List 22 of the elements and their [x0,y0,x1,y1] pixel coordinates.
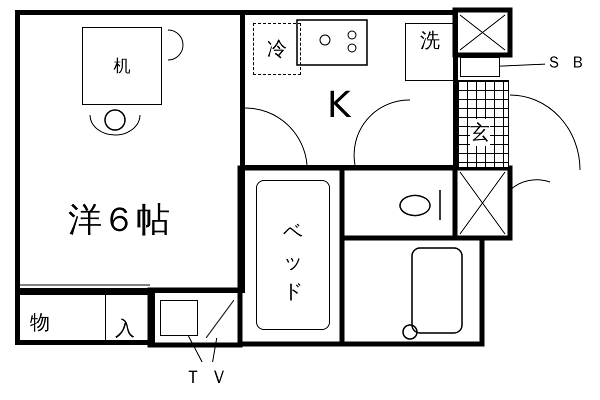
leader-line [188,336,203,362]
room-label: K [327,85,351,126]
bed [256,180,330,330]
room-label: 洋６帖 [68,199,170,242]
room-label: 物 [30,309,50,336]
label-text: ＴＶ [184,366,236,389]
desk [82,27,162,105]
closet [15,290,155,345]
leader-line [500,64,546,67]
room-label: 玄 [470,119,490,146]
room-label: 洗 [420,27,440,54]
room-label: ベッド [282,218,304,305]
room-label: 入 [115,315,135,342]
room [15,10,245,293]
room-label: 机 [114,56,130,78]
label-text: ＳＢ [546,52,594,74]
tv-stand [160,300,198,336]
entrance-area [457,80,509,168]
leader-line [212,338,218,362]
shoe-box [460,57,500,77]
room-label: 冷 [267,36,287,62]
refrigerator-space [253,23,301,75]
